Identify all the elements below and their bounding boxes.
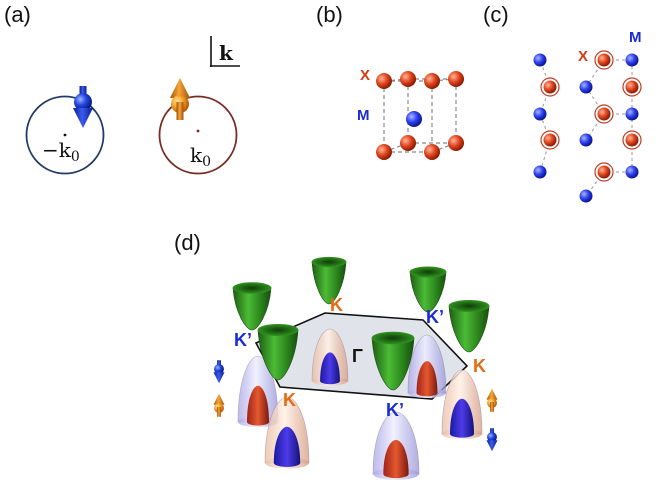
kprime-label-right: K’ (426, 307, 444, 327)
x-label-c: X (578, 48, 588, 65)
valence-band-core (320, 352, 340, 381)
k-label-bottom: K (283, 390, 296, 410)
conduction-band-cup (257, 329, 299, 381)
spin-up-icon-left (213, 393, 225, 417)
center-dot-right (196, 129, 200, 133)
valence-band-core (450, 398, 474, 434)
valence-band-core (247, 385, 269, 422)
valley-dome-k-top (311, 328, 349, 386)
spin-up-icon-right (486, 388, 498, 412)
x-site (597, 107, 611, 121)
m-site (579, 189, 593, 203)
kprime-label-bottom: K’ (386, 400, 404, 420)
x-site (597, 165, 611, 179)
m-site (579, 133, 593, 147)
panel-label-a: (a) (4, 2, 31, 27)
m-site (625, 53, 639, 67)
core-base (320, 377, 340, 385)
cup-rim (371, 331, 415, 345)
spin-up-arrow-icon (170, 78, 190, 120)
cup-center (371, 331, 415, 391)
cup-right (448, 299, 490, 353)
panel-label-d: (d) (174, 230, 201, 255)
kprime-label-left: K’ (234, 330, 252, 350)
x-site (597, 53, 611, 67)
m-site (533, 107, 547, 121)
k0-label: k0 (190, 143, 211, 170)
conduction-band-cup (409, 271, 447, 313)
valence-band-core (273, 426, 301, 463)
x-site (625, 133, 639, 147)
conduction-band-cup (371, 337, 415, 391)
m-site (533, 53, 547, 67)
x-label-b: X (360, 67, 370, 84)
gamma-label: Γ (352, 346, 363, 366)
m-label-b: M (357, 107, 370, 124)
core-base (450, 430, 474, 438)
k-label-right: K (473, 356, 486, 376)
honeycomb-lattice (533, 50, 642, 203)
x-site (625, 80, 639, 94)
cup-top-right (409, 266, 447, 313)
valley-dome-k-bottom (264, 396, 310, 469)
valley-dome-kprime-bottom (372, 411, 420, 480)
core-base (383, 469, 409, 479)
core-base (416, 389, 438, 397)
valley-dome-kprime-left (237, 355, 279, 428)
m-atom-cell (406, 111, 422, 127)
conduction-band-cup (311, 261, 347, 305)
valence-band-core (383, 439, 409, 474)
k-label-top: K (330, 295, 343, 315)
cup-rim (311, 256, 347, 268)
cup-rim (257, 323, 299, 336)
core-base (273, 459, 301, 467)
x-site (543, 80, 557, 94)
cup-rim (232, 282, 272, 294)
conduction-band-cup (448, 305, 490, 353)
spin-down-icon-right (486, 428, 498, 452)
m-site (625, 165, 639, 179)
m-site (533, 165, 547, 179)
m-site (579, 80, 593, 94)
spin-down-icon-left (213, 360, 225, 384)
valley-dome-kprime-right (407, 334, 447, 398)
panel-label-c: (c) (483, 2, 509, 27)
panel-label-b: (b) (316, 2, 343, 27)
cup-top-center (311, 256, 347, 305)
center-dot-left (63, 133, 67, 137)
k-axis-indicator: k (210, 36, 240, 67)
fermi-circle-right (158, 95, 238, 175)
valence-band-core (416, 361, 438, 393)
k-axis-label: k (219, 41, 234, 65)
x-site (543, 133, 557, 147)
cup-left (257, 323, 299, 381)
conduction-band-cup (232, 287, 272, 331)
cup-rim (409, 266, 447, 278)
core-base (247, 418, 269, 426)
m-site (625, 107, 639, 121)
x-atoms-cell (376, 71, 464, 160)
minus-k0-label: −k0 (42, 138, 80, 165)
spin-down-arrow-icon (73, 86, 93, 128)
m-label-c: M (629, 29, 642, 46)
valley-dome-k-right (441, 369, 483, 440)
valley-bands (232, 256, 490, 480)
cup-rim (448, 299, 490, 312)
fermi-circle-left (25, 95, 105, 175)
cup-upper-left (232, 282, 272, 331)
